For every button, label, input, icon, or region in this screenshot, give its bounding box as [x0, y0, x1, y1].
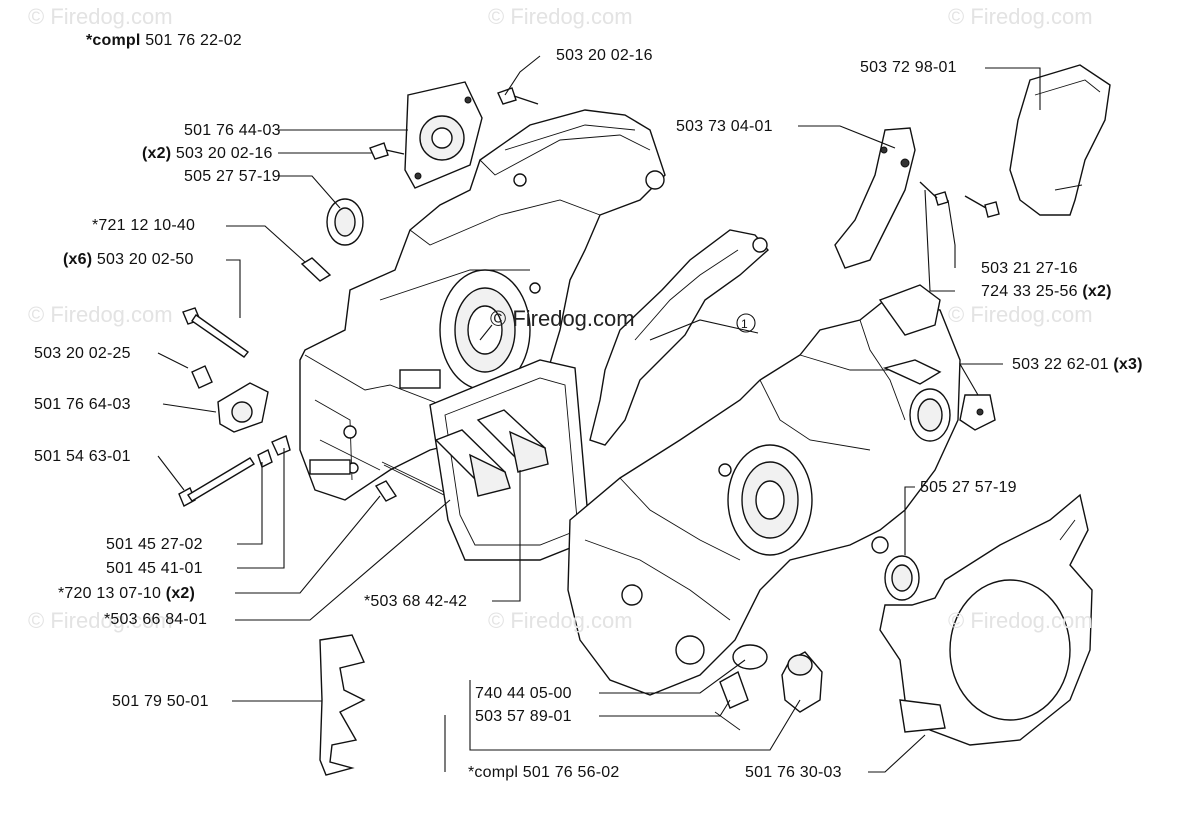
- callout-circle: [736, 313, 756, 333]
- partial-label-cut: *compl 501 76 56-02: [468, 764, 620, 781]
- center-watermark: © Firedog.com: [490, 306, 635, 331]
- left-crankcase-half: [299, 109, 666, 501]
- part-label: 503 21 27-16: [981, 260, 1078, 277]
- part-label: 503 22 62-01 (x3): [1012, 356, 1143, 373]
- right-crankcase-half: [567, 284, 961, 696]
- watermark: © Firedog.com: [488, 608, 633, 633]
- part-label: 501 76 30-03: [745, 764, 842, 781]
- leader-lines: [157, 55, 1041, 773]
- chain-adjuster: [217, 382, 291, 468]
- gasket-callout-1: [589, 229, 769, 446]
- part-label: 724 33 25-56 (x2): [981, 283, 1112, 300]
- part-label: 503 57 89-01: [475, 708, 572, 725]
- clip-bracket: [959, 394, 996, 431]
- part-label: (x6) 503 20 02-50: [63, 251, 194, 268]
- part-label: *721 12 10-40: [92, 217, 196, 234]
- watermark: © Firedog.com: [28, 608, 173, 633]
- part-label: 501 54 63-01: [34, 448, 131, 465]
- part-label: 503 20 02-16: [556, 47, 653, 64]
- seal-right: [884, 555, 920, 601]
- studs: [434, 409, 549, 497]
- gasket: [429, 359, 591, 561]
- callout-number: 1: [741, 317, 748, 331]
- part-label: 740 44 05-00: [475, 685, 572, 702]
- watermark: © Firedog.com: [948, 4, 1093, 29]
- part-label: 503 20 02-25: [34, 345, 131, 362]
- shield-top-right: [1009, 64, 1111, 216]
- part-label: 501 45 27-02: [106, 536, 203, 553]
- part-label: *503 68 42-42: [364, 593, 468, 610]
- part-label: (x2) 503 20 02-16: [142, 145, 273, 162]
- deflector-plate: [834, 127, 916, 269]
- dowel-pin: [300, 257, 332, 282]
- long-bolts: [178, 307, 255, 507]
- watermark: © Firedog.com: [948, 302, 1093, 327]
- part-label: 501 79 50-01: [112, 693, 209, 710]
- compl-label: *compl 501 76 22-02: [86, 32, 242, 49]
- part-label: 503 73 04-01: [676, 118, 773, 135]
- part-label: *503 66 84-01: [104, 611, 208, 628]
- part-label: 501 45 41-01: [106, 560, 203, 577]
- part-label: 501 76 44-03: [184, 122, 281, 139]
- watermark: © Firedog.com: [28, 4, 173, 29]
- cover-plate: [404, 81, 483, 189]
- oil-cap: [714, 644, 823, 731]
- chain-guard-plate: [319, 634, 366, 776]
- watermark: © Firedog.com: [488, 4, 633, 29]
- part-label: 505 27 57-19: [184, 168, 281, 185]
- fan-housing: [879, 493, 1093, 746]
- seal-left: [326, 198, 364, 246]
- part-label: 501 76 64-03: [34, 396, 131, 413]
- screws-top: [369, 87, 539, 160]
- part-label: *720 13 07-10 (x2): [58, 585, 196, 602]
- part-label: 503 72 98-01: [860, 59, 957, 76]
- small-screws-right: [919, 181, 1000, 218]
- watermark: © Firedog.com: [948, 608, 1093, 633]
- pin: [374, 480, 398, 502]
- watermark: © Firedog.com: [28, 302, 173, 327]
- part-label: 505 27 57-19: [920, 479, 1017, 496]
